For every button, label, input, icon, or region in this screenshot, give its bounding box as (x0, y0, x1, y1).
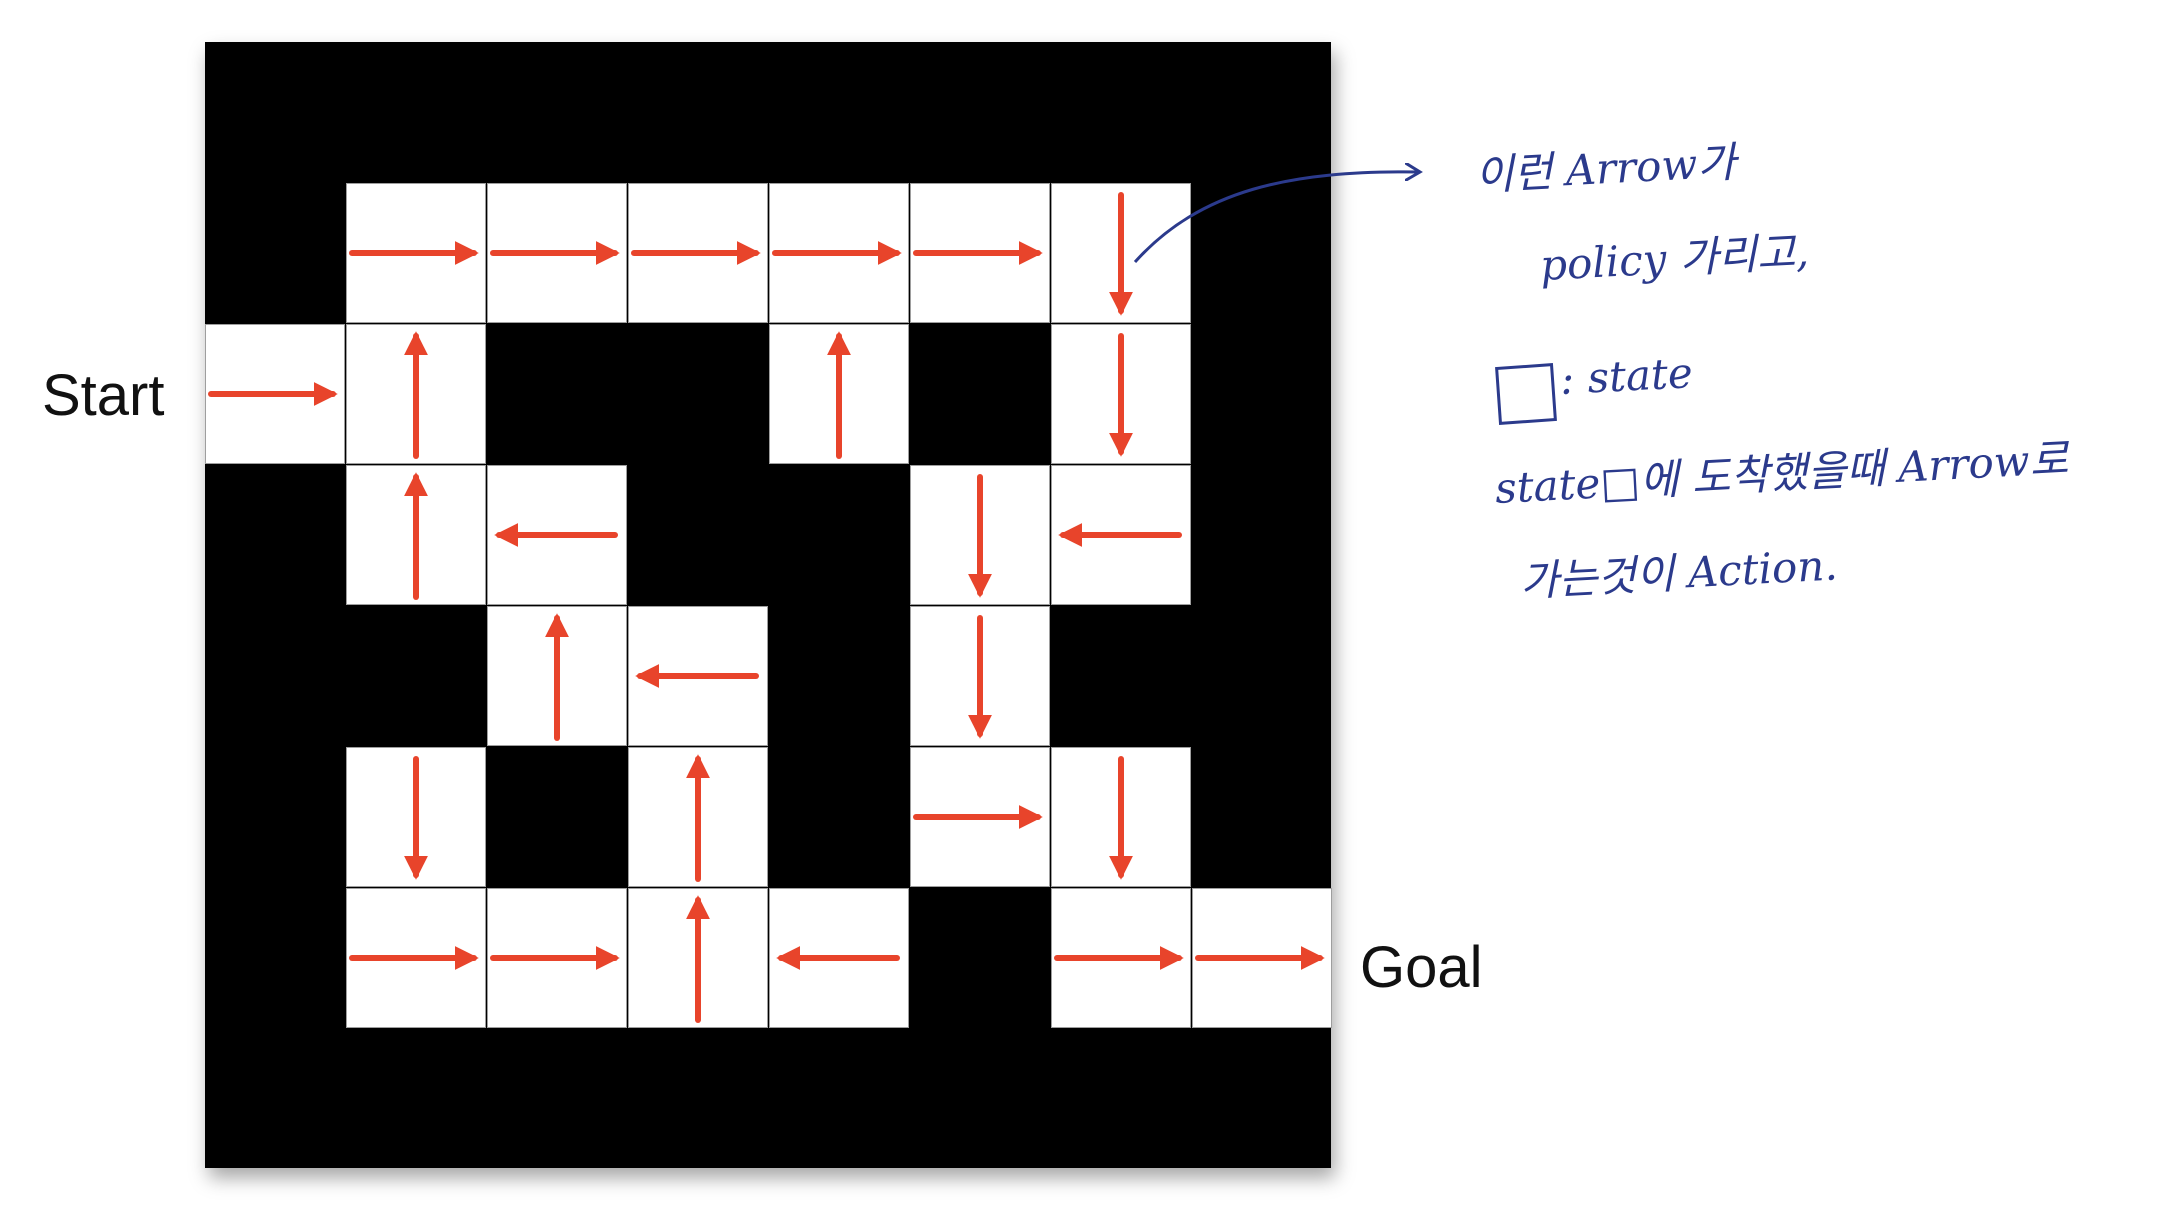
annotation-line-2: policy 가리고, (1538, 226, 1810, 290)
state-square-icon (1495, 363, 1557, 425)
goal-label: Goal (1360, 935, 1483, 1000)
start-label: Start (42, 363, 165, 428)
annotation-line-5: 가는것이 Action. (1518, 540, 1839, 606)
policy-arrows (208, 192, 1325, 1023)
annotation-line-1: 이런 Arrow가 (1473, 137, 1738, 200)
maze-diagram (205, 42, 1332, 1168)
annotation-line-4: state□에 도착했을때 Arrow로 (1493, 433, 2070, 513)
annotation-line-3: : state (1558, 348, 1694, 404)
